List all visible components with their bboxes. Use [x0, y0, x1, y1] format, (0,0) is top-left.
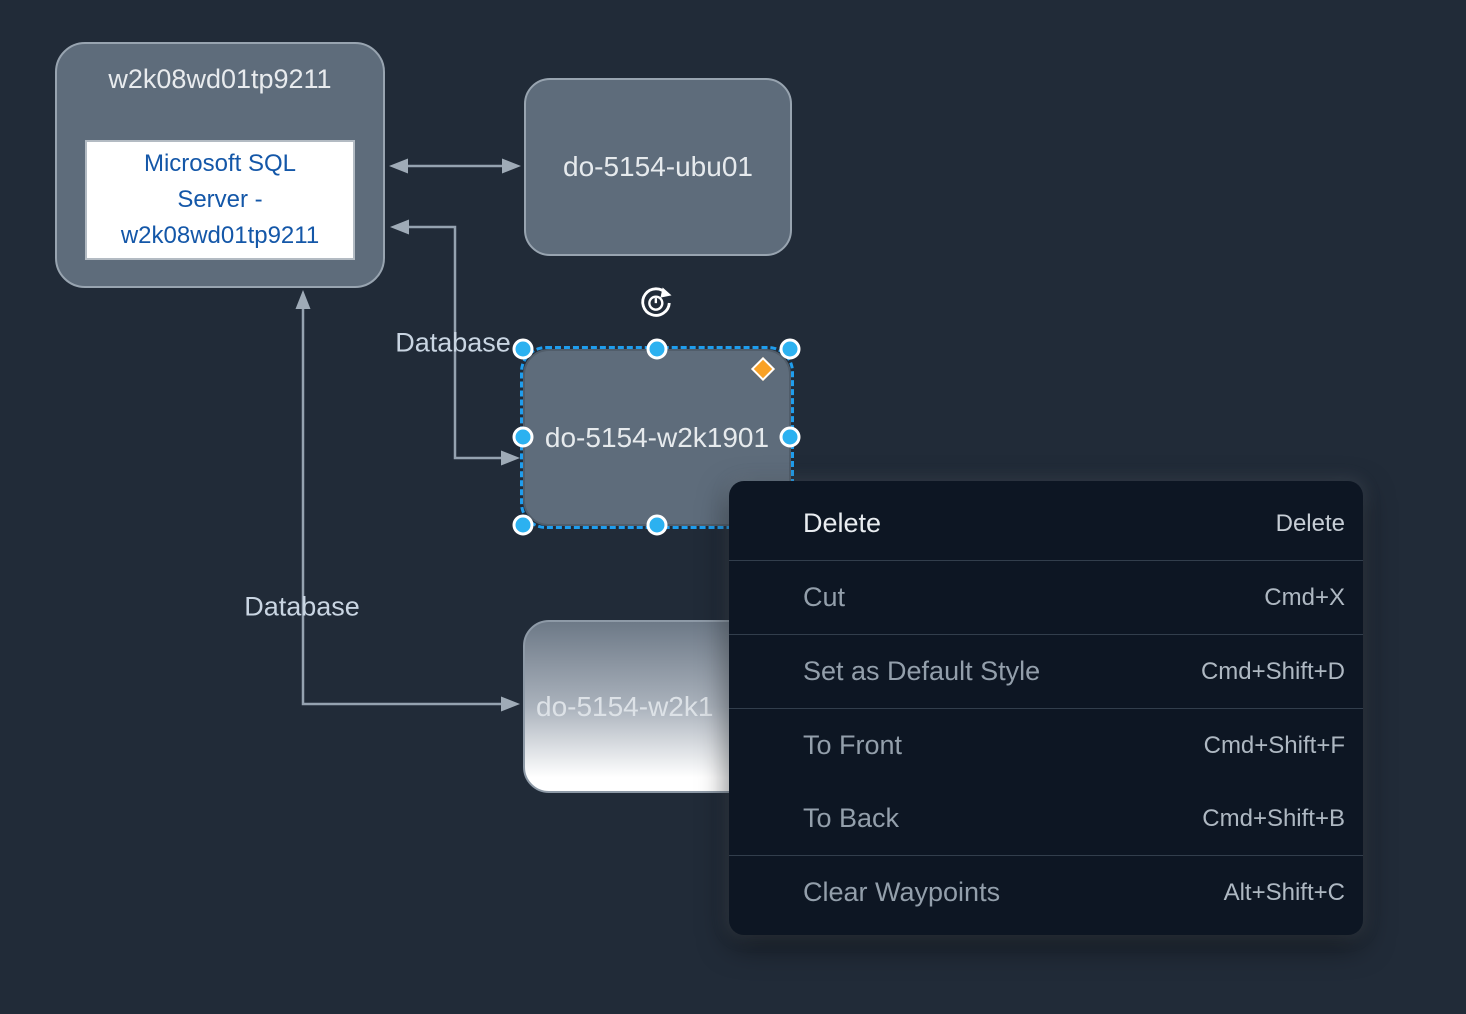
menu-item-set-default-style[interactable]: Set as Default Style Cmd+Shift+D — [729, 635, 1363, 708]
menu-item-label: Clear Waypoints — [803, 877, 1001, 907]
node-label: do-5154-w2k1 — [536, 690, 714, 722]
menu-divider — [729, 708, 1363, 709]
menu-item-label: To Back — [803, 803, 900, 833]
menu-divider — [729, 560, 1363, 561]
node-title: w2k08wd01tp9211 — [108, 64, 332, 94]
edge-group-w2k1-database[interactable] — [295, 290, 521, 712]
menu-item-shortcut: Cmd+Shift+B — [1202, 804, 1345, 832]
node-label: do-5154-w2k1901 — [544, 421, 770, 453]
menu-item-to-back[interactable]: To Back Cmd+Shift+B — [729, 782, 1363, 855]
resize-handle-top-left[interactable] — [512, 338, 534, 360]
node-label: do-5154-ubu01 — [563, 151, 753, 182]
menu-item-clear-waypoints[interactable]: Clear Waypoints Alt+Shift+C — [729, 856, 1363, 929]
edge-label-database-top[interactable]: Database — [395, 327, 511, 358]
resize-handle-top-right[interactable] — [779, 338, 801, 360]
menu-item-shortcut: Delete — [1275, 509, 1345, 537]
sql-server-label-line3: w2k08wd01tp9211 — [120, 222, 320, 249]
menu-item-shortcut: Alt+Shift+C — [1223, 878, 1345, 906]
menu-item-cut[interactable]: Cut Cmd+X — [729, 561, 1363, 634]
sql-server-label-line1: Microsoft SQL — [143, 150, 297, 177]
resize-handle-middle-right[interactable] — [779, 426, 801, 448]
edge-label-database-bottom[interactable]: Database — [244, 591, 360, 622]
menu-item-label: Cut — [803, 582, 846, 612]
edge-group-ubu01[interactable] — [389, 158, 521, 174]
sql-server-box[interactable]: Microsoft SQL Server - w2k08wd01tp9211 — [85, 140, 355, 260]
resize-handle-bottom-left[interactable] — [512, 514, 534, 536]
edge-group-w2k1901-database[interactable] — [390, 219, 520, 466]
menu-item-delete[interactable]: Delete Delete — [729, 487, 1363, 560]
menu-item-shortcut: Cmd+X — [1264, 583, 1345, 611]
menu-item-shortcut: Cmd+Shift+D — [1200, 657, 1345, 685]
node-do-5154-ubu01[interactable]: do-5154-ubu01 — [524, 78, 792, 256]
resize-handle-bottom-center[interactable] — [646, 514, 668, 536]
menu-divider — [729, 634, 1363, 635]
menu-item-label: Set as Default Style — [803, 656, 1041, 686]
sql-server-label-line2: Server - — [177, 186, 263, 213]
resize-handle-top-center[interactable] — [646, 338, 668, 360]
rotate-handle-icon[interactable] — [637, 284, 675, 322]
menu-item-label: To Front — [803, 730, 903, 760]
context-menu: Delete Delete Cut Cmd+X Set as Default S… — [729, 481, 1363, 935]
menu-item-to-front[interactable]: To Front Cmd+Shift+F — [729, 709, 1363, 782]
menu-item-label: Delete — [803, 508, 882, 538]
node-w2k08wd01tp9211[interactable]: w2k08wd01tp9211 Microsoft SQL Server - w… — [55, 42, 385, 288]
menu-divider — [729, 855, 1363, 856]
resize-handle-middle-left[interactable] — [512, 426, 534, 448]
menu-item-shortcut: Cmd+Shift+F — [1203, 731, 1345, 759]
